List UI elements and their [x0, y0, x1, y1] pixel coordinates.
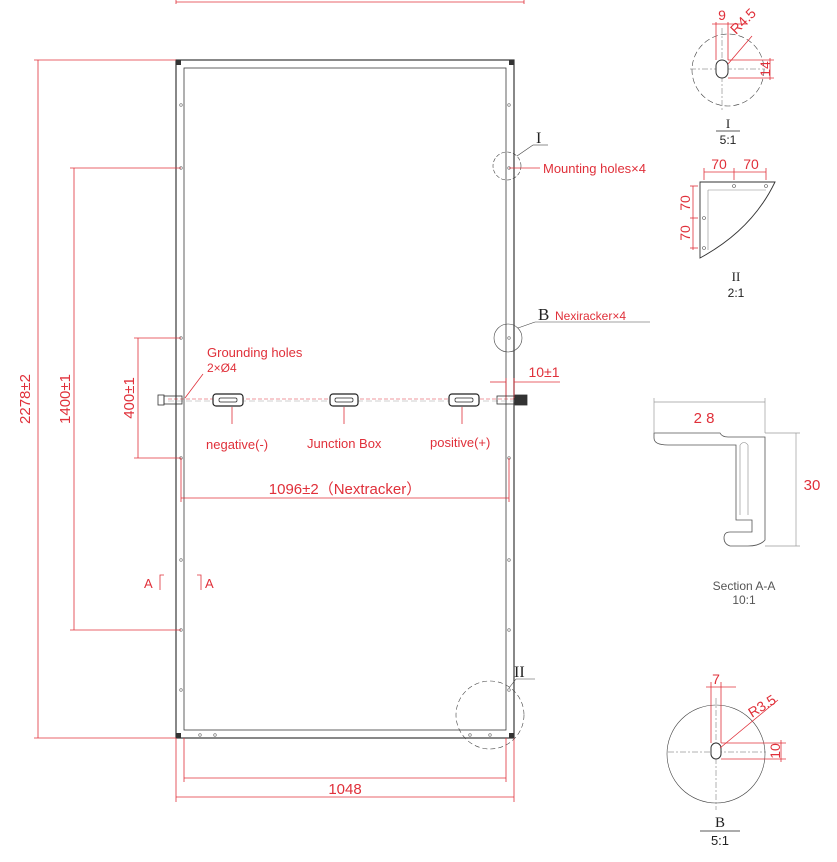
section-marker-aa: A A	[144, 574, 214, 591]
dim-width: 1048	[175, 738, 515, 802]
detail-B-title: B	[715, 815, 725, 831]
detail-I-scale: 5:1	[720, 133, 737, 147]
callout-I-label: I	[536, 130, 541, 147]
section-marker-left: A	[144, 576, 153, 591]
detail-II-scale: 2:1	[728, 286, 745, 300]
cable-assembly	[157, 393, 528, 407]
dim-overall-length: 2278±2	[17, 59, 176, 739]
callout-B-label: B	[538, 305, 549, 324]
detail-B-dim-r: R3.5	[745, 691, 779, 720]
detail-II-dim-a: 70	[711, 156, 727, 172]
detail-I-title: I	[726, 116, 730, 131]
detail-II: 70 70 70 70 II 2:1	[677, 156, 776, 300]
detail-I-dim-r: R4.5	[727, 5, 759, 37]
callout-II-label: II	[514, 664, 525, 681]
detail-B-scale: 5:1	[711, 833, 729, 848]
dim-top-partial	[175, 0, 525, 4]
positive-box	[448, 393, 480, 407]
nexiracker-label: Nexiracker×4	[555, 309, 626, 323]
dim-nextracker-pitch: 1096±2（Nextracker）	[180, 458, 510, 502]
section-aa-dim-w: 2 8	[694, 410, 715, 427]
detail-II-dim-d: 70	[677, 225, 693, 241]
dim-mounting-pitch: 1400±1	[57, 167, 181, 631]
dim-overall-length-label: 2278±2	[17, 374, 34, 424]
callout-I: I Mounting holes×4	[492, 130, 646, 181]
dim-grounding-pitch-label: 400±1	[121, 377, 138, 419]
grounding-holes-callout: Grounding holes 2×Ø4	[184, 345, 303, 399]
detail-I: 9 R4.5 14 I 5:1	[690, 5, 774, 147]
dim-cable-offset: 10±1	[490, 364, 560, 398]
negative-box	[212, 393, 244, 407]
section-marker-right: A	[205, 576, 214, 591]
callout-II: II	[455, 664, 535, 750]
dim-mounting-pitch-label: 1400±1	[57, 374, 74, 424]
frame-holes	[179, 103, 511, 737]
section-aa: 2 8 30 Section A-A 10:1	[653, 398, 821, 607]
negative-label: negative(-)	[206, 437, 268, 452]
detail-I-dim-h: 14	[757, 61, 773, 77]
grounding-holes-spec: 2×Ø4	[207, 361, 237, 375]
junction-box	[329, 393, 359, 407]
section-aa-title: Section A-A	[713, 579, 776, 593]
dim-grounding-pitch: 400±1	[121, 337, 181, 459]
section-aa-dim-h: 30	[804, 477, 821, 494]
junction-box-label: Junction Box	[307, 436, 382, 451]
detail-II-dim-b: 70	[743, 156, 759, 172]
detail-B-dim-w: 7	[712, 671, 720, 687]
callout-B: B Nexiracker×4	[493, 305, 650, 353]
dim-nextracker-pitch-label: 1096±2（Nextracker）	[269, 481, 421, 498]
dim-width-label: 1048	[328, 781, 361, 798]
detail-I-dim-w: 9	[718, 7, 726, 23]
detail-II-title: II	[732, 269, 741, 284]
detail-B-dim-h: 10	[767, 743, 783, 759]
detail-B: 7 R3.5 10 B 5:1	[666, 671, 786, 848]
section-aa-scale: 10:1	[732, 593, 756, 607]
dim-cable-offset-label: 10±1	[528, 364, 559, 380]
mounting-holes-label: Mounting holes×4	[543, 161, 646, 176]
grounding-holes-label: Grounding holes	[207, 345, 303, 360]
detail-II-dim-c: 70	[677, 195, 693, 211]
positive-label: positive(+)	[430, 435, 490, 450]
